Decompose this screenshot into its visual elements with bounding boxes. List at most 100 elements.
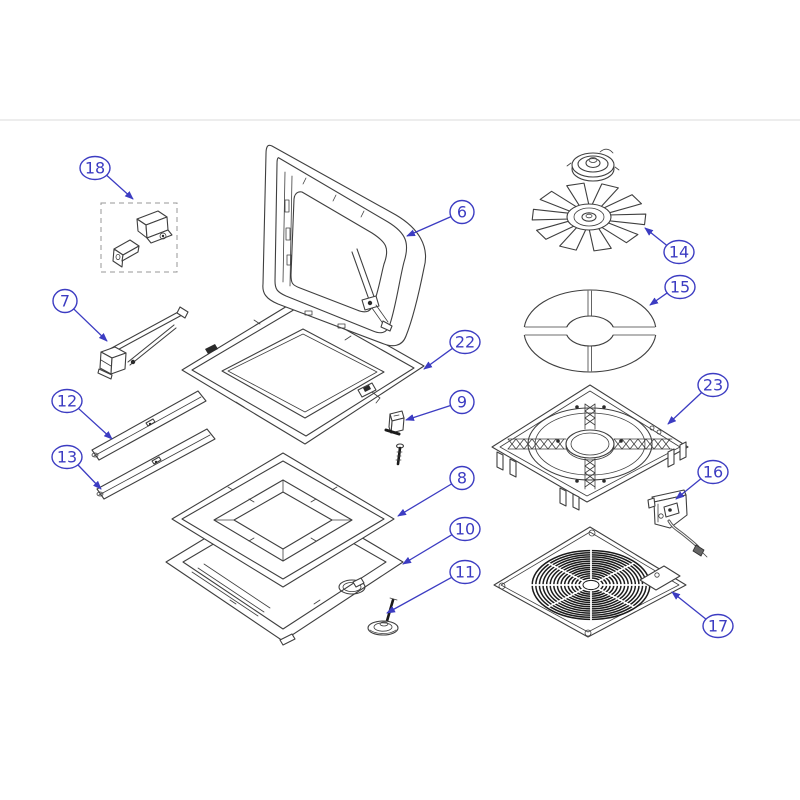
callout-circle: [697, 459, 729, 485]
callout-circle: [702, 613, 734, 639]
callout-number: 10: [455, 520, 475, 539]
slide-rail-upper: [91, 390, 207, 461]
lid-hinge-mechanism: [351, 248, 393, 332]
callout-leader: [386, 576, 453, 614]
hinge-bracket-small: [112, 239, 140, 268]
callout-22: 22: [423, 329, 481, 370]
strut-lattice: [653, 438, 663, 450]
garnish-frame: [171, 452, 395, 588]
mounting-screw: [395, 443, 405, 466]
callout-circle: [663, 239, 695, 265]
callout-leader: [667, 392, 703, 425]
callout-7: 7: [52, 288, 108, 342]
strut-lattice: [645, 438, 655, 450]
callout-leader: [644, 227, 668, 246]
callout-circle: [51, 444, 83, 470]
callout-leader: [397, 483, 453, 517]
vent-lid: [262, 144, 426, 347]
callout-leader: [77, 464, 102, 490]
page-divider: [0, 119, 800, 121]
callout-number: 12: [57, 392, 77, 411]
mounting-plate: [491, 384, 689, 511]
callout-6: 6: [406, 199, 475, 237]
callout-leader: [106, 174, 134, 200]
knob: [367, 597, 399, 636]
callout-number: 22: [455, 333, 475, 352]
slide-rail-lower: [96, 428, 216, 500]
trim-frame-tab: [352, 577, 365, 588]
callout-number: 7: [60, 292, 70, 311]
fan-blade-vane: [531, 208, 572, 221]
callout-circle: [79, 155, 111, 181]
callout-23: 23: [667, 372, 729, 425]
callout-14: 14: [644, 227, 695, 265]
callout-circle: [449, 389, 475, 415]
plate-strut: [584, 458, 596, 490]
callout-number: 17: [708, 617, 728, 636]
callouts: 18 6 14 15 7 22 23 12 9 13 16 8 10 11 17: [51, 155, 734, 639]
strut-lattice: [584, 417, 596, 426]
strut-lattice: [584, 465, 596, 474]
fan-motor: [566, 148, 620, 182]
callout-number: 18: [85, 159, 105, 178]
strut-lattice: [523, 438, 533, 450]
callout-leader: [671, 591, 707, 620]
callout-leader: [73, 308, 108, 342]
mounting-plate-legs: [496, 441, 687, 511]
strut-lattice: [507, 438, 517, 450]
callout-15: 15: [649, 274, 696, 306]
callout-circle: [449, 559, 481, 585]
stop-clip: [384, 410, 405, 436]
callout-number: 15: [670, 278, 690, 297]
callout-leader: [405, 404, 451, 421]
callout-13: 13: [51, 444, 102, 490]
fan-blade-vane: [606, 213, 647, 226]
callout-10: 10: [402, 516, 481, 565]
strut-lattice: [539, 438, 549, 450]
thermostat-bracket: [647, 489, 708, 558]
callout-number: 13: [57, 448, 77, 467]
callout-circle: [664, 274, 696, 300]
callout-number: 14: [669, 243, 689, 262]
callout-circle: [449, 465, 475, 491]
strut-lattice: [661, 438, 671, 450]
callout-circle: [697, 372, 729, 398]
callout-leader: [402, 534, 453, 565]
callout-leader: [78, 407, 113, 440]
callout-leader: [423, 347, 453, 370]
callout-leader: [649, 292, 668, 306]
callout-circle: [51, 388, 83, 414]
callout-number: 11: [455, 563, 475, 582]
grille-name-plate: [639, 565, 681, 591]
fan-grille: [493, 526, 687, 638]
hinge-bracket-clamp: [136, 210, 173, 244]
strut-lattice: [584, 472, 596, 481]
strut-lattice: [629, 438, 639, 450]
callout-16: 16: [675, 459, 729, 500]
callout-number: 8: [457, 469, 467, 488]
strut-lattice: [547, 438, 557, 450]
callout-12: 12: [51, 388, 113, 440]
callout-circle: [449, 199, 475, 225]
callout-18: 18: [79, 155, 134, 200]
callout-circle: [449, 329, 481, 355]
callout-number: 16: [703, 463, 723, 482]
callout-8: 8: [397, 465, 475, 517]
strut-lattice: [531, 438, 541, 450]
hinge-kit-box: [100, 202, 178, 273]
callout-leader: [675, 478, 702, 500]
fan-guard-ring: [518, 289, 662, 373]
callout-17: 17: [671, 591, 734, 639]
callout-number: 9: [457, 393, 467, 412]
strut-lattice: [584, 403, 596, 412]
strut-lattice: [621, 438, 631, 450]
lift-arm-crank: [97, 306, 189, 380]
callout-number: 23: [703, 376, 723, 395]
strut-lattice: [515, 438, 525, 450]
callout-9: 9: [405, 389, 475, 421]
callout-circle: [52, 288, 78, 314]
strut-lattice: [584, 479, 596, 488]
strut-lattice: [637, 438, 647, 450]
callout-circle: [449, 516, 481, 542]
